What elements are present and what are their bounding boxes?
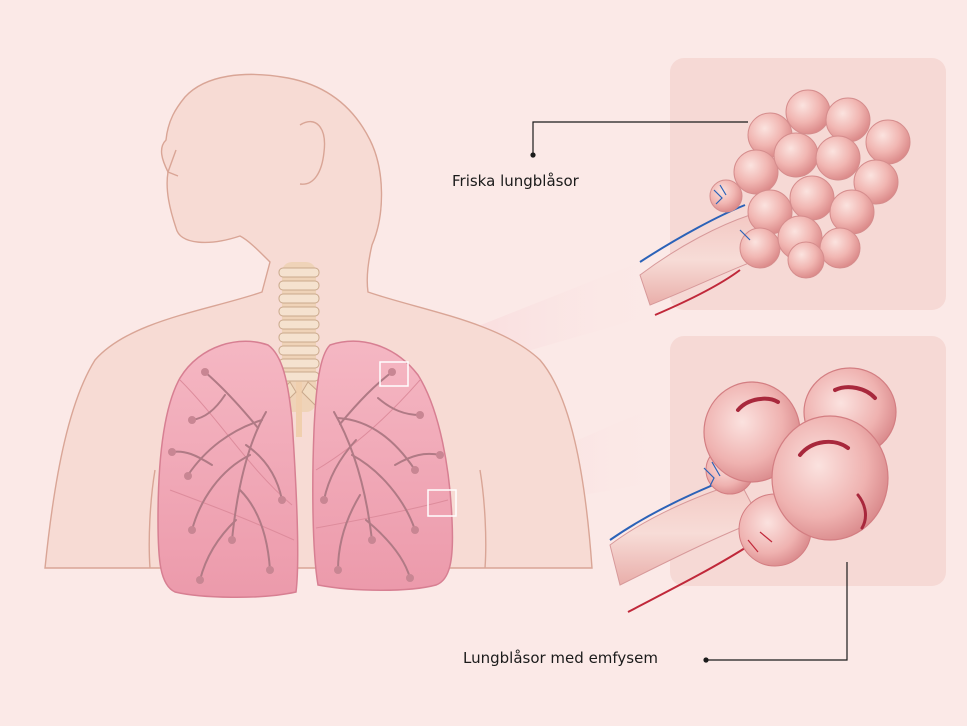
label-healthy-alveoli: Friska lungblåsor bbox=[452, 172, 579, 190]
label-emphysema-alveoli: Lungblåsor med emfysem bbox=[463, 649, 658, 667]
